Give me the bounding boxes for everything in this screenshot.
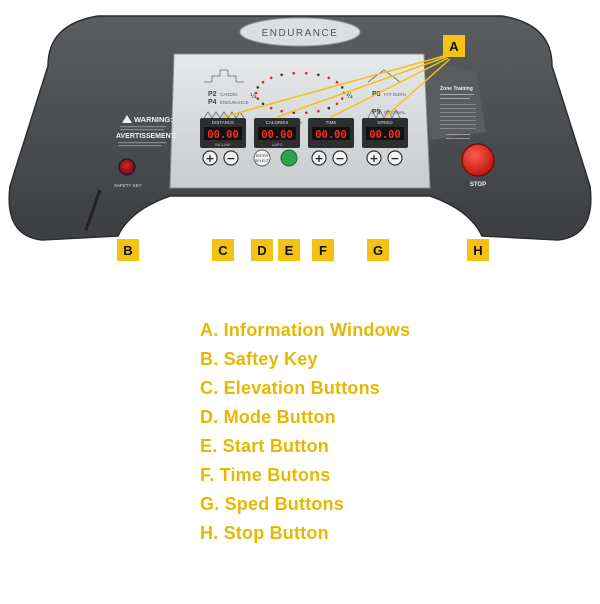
legend-item-b: B. Saftey Key <box>200 349 318 369</box>
lap-led-dot <box>327 76 331 80</box>
speed-value: 00.00 <box>369 129 401 141</box>
distance-value: 00.00 <box>207 129 239 141</box>
callout-a-leaders <box>222 55 451 118</box>
safety-key-label: SAFETY KEY <box>114 183 142 188</box>
info-window-speed: SPEED 00.00 <box>362 118 408 148</box>
lap-led-dot <box>340 86 344 89</box>
legend-item-d: D. Mode Button <box>200 407 336 427</box>
callout-d: D <box>251 239 273 261</box>
zone-training-decal: Zone Training <box>440 86 476 139</box>
speed-down-button[interactable]: − <box>387 150 403 166</box>
callout-c: C <box>212 239 234 261</box>
info-window-calories: CALORIES 00.00 LAPS <box>254 118 300 148</box>
program-p4-label: ENDURANCE <box>220 100 249 105</box>
callout-h: H <box>467 239 489 261</box>
lap-led-dot <box>317 73 320 77</box>
warning-title-fr: AVERTISSEMENT: <box>116 133 177 140</box>
legend: A. Information Windows B. Saftey Key C. … <box>200 316 460 548</box>
warning-decal: WARNING: AVERTISSEMENT: <box>116 115 177 147</box>
safety-key-socket[interactable] <box>118 158 136 176</box>
info-window-distance: DISTANCE 00.00 INCLINE <box>200 118 246 148</box>
time-down-button[interactable]: − <box>332 150 348 166</box>
brand-text: ENDURANCE <box>262 28 339 39</box>
speed-up-button[interactable]: + <box>366 150 382 166</box>
zone-training-title: Zone Training <box>440 86 473 92</box>
lap-track <box>254 71 346 115</box>
program-p5: P5 <box>372 109 381 116</box>
program-p2-label: CARDIO <box>220 92 238 97</box>
lap-led-dot <box>292 71 296 75</box>
lap-led-dot <box>261 80 265 84</box>
callout-f: F <box>312 239 334 261</box>
lap-led-dot <box>305 111 308 115</box>
svg-text:−: − <box>226 152 235 165</box>
laps-label: LAPS <box>272 142 283 147</box>
warning-triangle-icon <box>122 115 132 123</box>
warning-title: WARNING: <box>134 115 173 124</box>
lap-led-dot <box>280 109 284 113</box>
start-button[interactable] <box>280 149 298 167</box>
program-p5-label: INTERVAL <box>384 110 406 115</box>
incline-up-button[interactable]: + <box>202 150 218 166</box>
lap-led-dot <box>280 73 284 77</box>
lap-led-dot <box>335 102 339 106</box>
legend-item-g: G. Sped Buttons <box>200 494 344 514</box>
callout-a: A <box>443 35 465 57</box>
time-up-button[interactable]: + <box>311 150 327 166</box>
legend-item-f: F. Time Butons <box>200 465 331 485</box>
callout-e: E <box>278 239 300 261</box>
mode-button[interactable]: ENTER SELECT <box>253 149 271 167</box>
lap-led-dot <box>256 86 260 89</box>
time-label: TIME <box>326 120 337 125</box>
brand-badge <box>239 17 361 47</box>
svg-text:−: − <box>335 152 344 165</box>
lap-led-dot <box>261 102 265 106</box>
svg-text:+: + <box>205 152 214 165</box>
lap-led-dot <box>305 71 308 75</box>
svg-text:−: − <box>390 152 399 165</box>
callout-g: G <box>367 239 389 261</box>
incline-down-button[interactable]: − <box>223 150 239 166</box>
stop-label: STOP <box>470 182 486 188</box>
lap-mark-quarter: ¼ <box>250 92 257 100</box>
lap-led-dot <box>269 106 273 110</box>
speed-label: SPEED <box>377 120 393 125</box>
lap-led-dot <box>317 109 320 113</box>
legend-item-c: C. Elevation Buttons <box>200 378 381 398</box>
lap-led-dot <box>340 97 344 100</box>
svg-text:ENTER: ENTER <box>256 154 269 158</box>
incline-label: INCLINE <box>215 142 231 147</box>
lap-led-dot <box>327 106 331 110</box>
lap-led-dot <box>335 80 339 84</box>
info-window-time: TIME 00.00 <box>308 118 354 148</box>
lap-mark-three-quarter: ¾ <box>346 92 353 100</box>
svg-text:SELECT: SELECT <box>255 159 270 163</box>
program-p3-label: FAT BURN <box>384 92 406 97</box>
legend-item-e: E. Start Button <box>200 436 329 456</box>
time-value: 00.00 <box>315 129 347 141</box>
lap-led-dot <box>269 76 273 80</box>
callout-b: B <box>117 239 139 261</box>
legend-item-h: H. Stop Button <box>200 523 329 543</box>
program-p4: P4 <box>208 99 217 106</box>
stop-button[interactable] <box>461 143 495 177</box>
calories-value: 00.00 <box>261 129 293 141</box>
lap-led-dot <box>256 97 260 100</box>
lap-led-dot <box>254 91 258 95</box>
distance-label: DISTANCE <box>212 120 234 125</box>
svg-text:+: + <box>314 152 323 165</box>
lap-led-dot <box>292 111 296 115</box>
svg-text:+: + <box>369 152 378 165</box>
program-p2: P2 <box>208 91 217 98</box>
calories-label: CALORIES <box>266 120 289 125</box>
legend-item-a: A. Information Windows <box>200 320 411 340</box>
